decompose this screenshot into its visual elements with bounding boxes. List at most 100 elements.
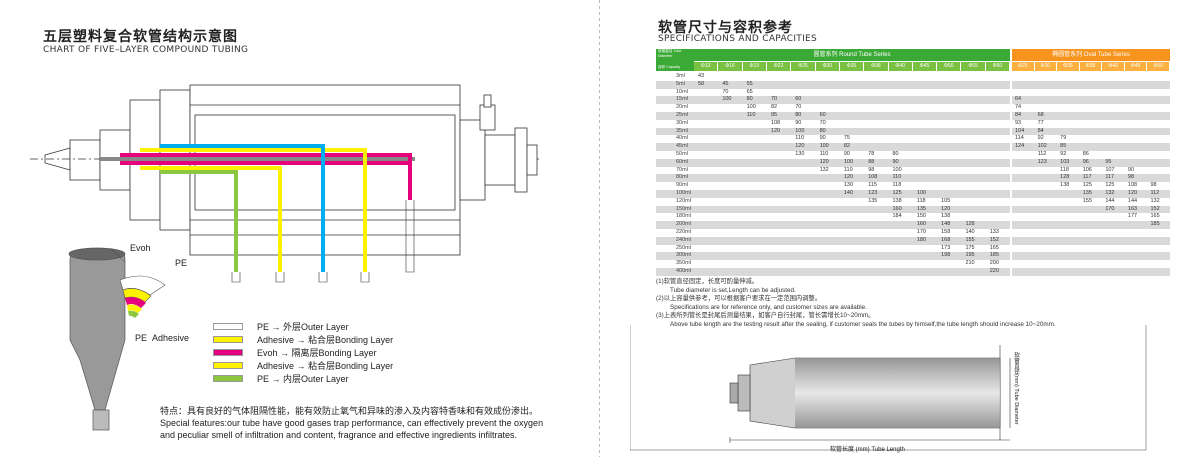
- value-cell: 180: [916, 236, 926, 243]
- value-cell: [986, 198, 1010, 206]
- round-diameter-cell: Φ60: [985, 62, 1010, 71]
- value-cell: [937, 167, 961, 175]
- value-cell: [767, 81, 791, 89]
- round-diameter-cell: Φ55: [961, 62, 985, 71]
- value-cell: [694, 120, 718, 128]
- value-cell: [1012, 159, 1035, 167]
- features-text: 特点：具有良好的气体阻隔性能，能有效防止氧气和异味的渗入及内容特香味和有效成份渗…: [160, 405, 580, 441]
- value-cell: [889, 252, 913, 260]
- capacity-cell: 45ml: [656, 143, 694, 151]
- value-cell: 98: [1127, 174, 1135, 181]
- value-cell: [864, 104, 888, 112]
- value-cell: [864, 245, 888, 253]
- value-cell: 70: [795, 104, 802, 111]
- value-cell: 165: [1150, 213, 1160, 220]
- value-cell: [889, 135, 913, 143]
- capacity-cell: 3ml: [676, 73, 685, 79]
- value-cell: [1012, 221, 1035, 229]
- value-cell: [1080, 81, 1103, 89]
- value-cell: [937, 112, 961, 120]
- round-diameter-cell: Φ50: [937, 62, 961, 71]
- value-cell: [913, 112, 937, 120]
- value-cell: 155: [1082, 197, 1092, 204]
- value-cell: [743, 143, 767, 151]
- value-cell: 123: [868, 189, 878, 196]
- capacity-cell: 220ml: [676, 228, 691, 235]
- value-cell: [961, 143, 985, 151]
- value-cell: [791, 221, 815, 229]
- value-cell: [791, 89, 815, 97]
- value-cell: 60: [795, 96, 802, 103]
- value-cell: [864, 128, 888, 136]
- value-cell: [1102, 73, 1125, 81]
- value-cell: [743, 229, 767, 237]
- round-diameter-cell: Φ22: [766, 62, 791, 71]
- value-cell: [694, 190, 718, 198]
- value-cell: [1102, 135, 1125, 143]
- value-cell: [1125, 112, 1148, 120]
- value-cell: [743, 120, 767, 128]
- value-cell: [840, 120, 864, 128]
- capacity-cell: 90ml: [676, 182, 688, 189]
- value-cell: [743, 221, 767, 229]
- value-cell: 112: [1037, 150, 1047, 157]
- value-cell: [1035, 206, 1058, 214]
- value-cell: [913, 151, 937, 159]
- value-cell: 150: [916, 213, 926, 220]
- value-cell: 79: [1060, 135, 1067, 142]
- value-cell: [961, 268, 985, 276]
- legend-item: PE → 内层Outer Layer: [213, 372, 393, 385]
- value-cell: 185: [1150, 221, 1160, 228]
- value-cell: [1147, 112, 1170, 120]
- capacity-cell: 70ml: [676, 166, 688, 173]
- features-en-1: Special features:our tube have good gase…: [160, 418, 544, 428]
- value-cell: 92: [1037, 135, 1044, 142]
- value-cell: [1125, 252, 1148, 260]
- value-cell: [791, 237, 815, 245]
- value-cell: 108: [1127, 182, 1138, 189]
- capacity-cell: 80ml: [656, 174, 694, 183]
- round-diameter-cell: Φ35: [839, 62, 864, 71]
- features-en-2: and peculiar smell of infiltration and c…: [160, 430, 518, 440]
- value-cell: 138: [941, 213, 951, 220]
- value-cell: 118: [916, 197, 926, 204]
- value-cell: [913, 167, 937, 175]
- value-cell: [889, 104, 913, 112]
- value-cell: [694, 104, 718, 112]
- value-cell: [864, 112, 888, 120]
- value-cell: [913, 104, 937, 112]
- value-cell: [816, 206, 840, 214]
- value-cell: 175: [965, 244, 975, 251]
- value-cell: [743, 128, 767, 136]
- value-cell: 185: [989, 252, 999, 259]
- value-cell: [937, 268, 961, 276]
- value-cell: [1125, 229, 1148, 237]
- value-cell: [1080, 73, 1103, 81]
- page-title-en: CHART OF FIVE–LAYER COMPOUND TUBING: [43, 45, 249, 55]
- value-cell: [913, 135, 937, 143]
- value-cell: [1125, 260, 1148, 268]
- value-cell: [1080, 104, 1103, 112]
- value-cell: [961, 128, 985, 136]
- oval-diameter-cell: Φ40: [1102, 62, 1124, 71]
- left-page: 五层塑料复合软管结构示意图 CHART OF FIVE–LAYER COMPOU…: [30, 29, 580, 441]
- value-cell: 70: [722, 88, 729, 95]
- value-cell: 100: [722, 96, 732, 103]
- value-cell: [864, 229, 888, 237]
- value-cell: [767, 268, 791, 276]
- value-cell: [1102, 268, 1125, 276]
- value-cell: [937, 260, 961, 268]
- capacity-cell: 180ml: [676, 213, 691, 220]
- value-cell: 90: [1127, 166, 1135, 173]
- value-cell: [1102, 89, 1125, 97]
- value-cell: [816, 252, 840, 260]
- value-cell: [1102, 143, 1125, 151]
- value-cell: [694, 159, 718, 167]
- value-cell: 85: [1060, 143, 1067, 150]
- value-cell: [1080, 229, 1103, 237]
- value-cell: 64: [1015, 96, 1022, 103]
